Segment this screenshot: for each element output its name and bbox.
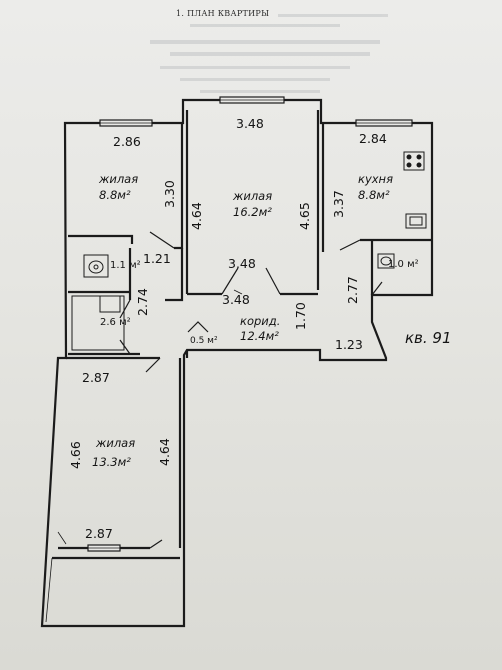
door-room2-right: [265, 267, 281, 295]
toilet-icon: [83, 254, 109, 278]
page-heading: 1. ПЛАН КВАРТИРЫ: [176, 9, 270, 18]
door-closet: [187, 321, 209, 333]
sink-icon: [405, 213, 427, 229]
dim-kitchen-depth: 3.37: [331, 190, 346, 218]
bedroom-wall-mark: [57, 531, 67, 545]
wall-room1-bottom: [68, 234, 134, 244]
dim-kitchen-width: 2.84: [359, 131, 387, 146]
wall-corridor-left: [165, 248, 184, 302]
door-balcony: [149, 539, 163, 549]
outer-wall: [40, 98, 434, 628]
door-room1: [149, 231, 175, 249]
door-wc: [371, 281, 383, 296]
room2-area: 16.2м²: [233, 205, 272, 219]
kitchen-name: кухня: [358, 172, 393, 186]
dim-bedroom-top: 2.87: [82, 370, 110, 385]
bathtub-icon: [71, 295, 125, 351]
door-bath2: [119, 339, 131, 355]
closet-area: 0.5 м²: [190, 336, 218, 346]
dim-bedroom-bottom: 2.87: [85, 526, 113, 541]
dim-room2-depth-left: 4.64: [189, 202, 204, 230]
dim-bath-depth: 2.74: [135, 288, 150, 316]
toilet-area: 1.1 м²: [110, 260, 141, 271]
dim-room2-width: 3.48: [236, 116, 264, 131]
room2-wall-mark: [233, 289, 243, 295]
show-through-text: [150, 14, 388, 93]
dim-bedroom-depth-right: 4.64: [157, 438, 172, 466]
door-room2-left: [221, 267, 239, 295]
dim-door-room1: 1.21: [143, 251, 171, 266]
room1-name: жилая: [98, 172, 138, 186]
kitchen-area: 8.8м²: [358, 188, 390, 202]
dim-wc-depth: 2.77: [345, 276, 360, 304]
bedroom-name: жилая: [95, 436, 135, 450]
stove-icon: [403, 151, 425, 171]
dim-room2-bottom: 3.48: [228, 256, 256, 271]
dim-room1-width: 2.86: [113, 134, 141, 149]
corridor-name: корид.: [240, 314, 280, 328]
balcony-floor: [45, 557, 53, 623]
door-bath: [119, 299, 131, 319]
room2-name: жилая: [232, 189, 272, 203]
dim-bedroom-depth-left: 4.66: [68, 441, 83, 469]
dim-corridor-depth: 1.70: [293, 302, 308, 330]
wc-area: 1.0 м²: [388, 259, 419, 270]
dim-corridor-width: 3.48: [222, 292, 250, 307]
room1-area: 8.8м²: [99, 188, 131, 202]
dim-room2-depth-right: 4.65: [297, 202, 312, 230]
bath-area: 2.6 м²: [100, 317, 131, 328]
apartment-label: кв. 91: [405, 329, 452, 347]
dim-room1-depth: 3.30: [162, 180, 177, 208]
corridor-area: 12.4м²: [240, 329, 279, 343]
dim-niche-width: 1.23: [335, 337, 363, 352]
bedroom-area: 13.3м²: [92, 455, 131, 469]
door-kitchen: [339, 239, 361, 251]
door-bedroom: [145, 357, 161, 373]
washbasin-icon: [377, 253, 395, 269]
